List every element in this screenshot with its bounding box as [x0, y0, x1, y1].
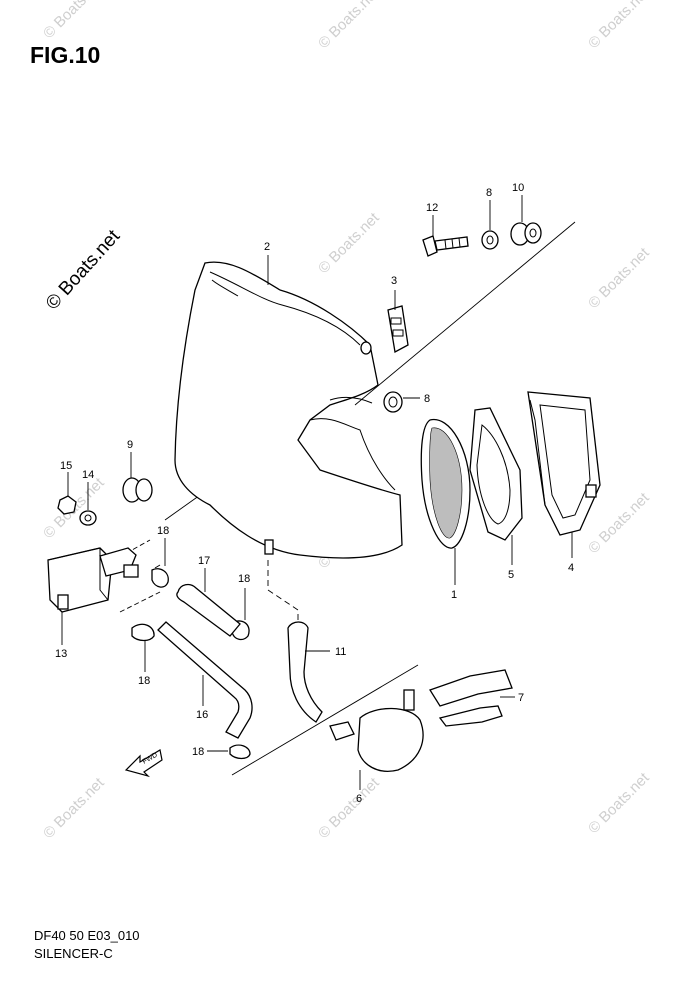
bolt	[422, 235, 469, 257]
figure-name: SILENCER-C	[34, 946, 113, 961]
screen	[420, 418, 471, 549]
callout-13: 13	[55, 648, 67, 660]
figure-title: FIG.10	[30, 42, 101, 68]
grommet	[510, 222, 542, 246]
callout-labels: 2 3 12 8 10 8 1 5 4 9 15 14 13 18 17 18 …	[55, 182, 574, 805]
figure-code: DF40 50 E03_010	[34, 928, 140, 943]
bushing-lower	[383, 391, 403, 413]
bracket	[429, 669, 513, 727]
nut	[57, 495, 77, 515]
callout-14: 14	[82, 469, 94, 481]
filter	[329, 689, 424, 772]
callout-15: 15	[60, 460, 72, 472]
check-valve	[47, 547, 139, 613]
callout-8: 8	[486, 187, 492, 199]
hose-short	[176, 583, 241, 637]
callout-8: 8	[424, 393, 430, 405]
clip	[387, 305, 409, 354]
callout-18: 18	[138, 675, 150, 687]
washer	[79, 510, 97, 526]
callout-10: 10	[512, 182, 524, 194]
callout-18: 18	[192, 746, 204, 758]
callout-7: 7	[518, 692, 524, 704]
hose-clamp	[131, 623, 155, 642]
hose-clamp	[151, 564, 169, 588]
callout-16: 16	[196, 709, 208, 721]
callout-2: 2	[264, 241, 270, 253]
flange	[527, 391, 601, 536]
callout-4: 4	[568, 562, 574, 574]
gasket	[469, 407, 523, 541]
bushing-upper	[481, 230, 499, 250]
hose-clamp	[229, 744, 251, 760]
callout-leaders	[61, 195, 573, 790]
grommet-side	[122, 477, 153, 503]
hose	[287, 621, 323, 723]
callout-3: 3	[391, 275, 397, 287]
callout-6: 6	[356, 793, 362, 805]
callout-18: 18	[238, 573, 250, 585]
callout-9: 9	[127, 439, 133, 451]
hose-long	[157, 621, 253, 739]
callout-18: 18	[157, 525, 169, 537]
callout-17: 17	[198, 555, 210, 567]
callout-12: 12	[426, 202, 438, 214]
forward-arrow-icon: FWD	[124, 749, 163, 778]
callout-5: 5	[508, 569, 514, 581]
silencer-case	[174, 261, 403, 559]
callout-11: 11	[335, 646, 346, 658]
callout-1: 1	[451, 589, 457, 601]
